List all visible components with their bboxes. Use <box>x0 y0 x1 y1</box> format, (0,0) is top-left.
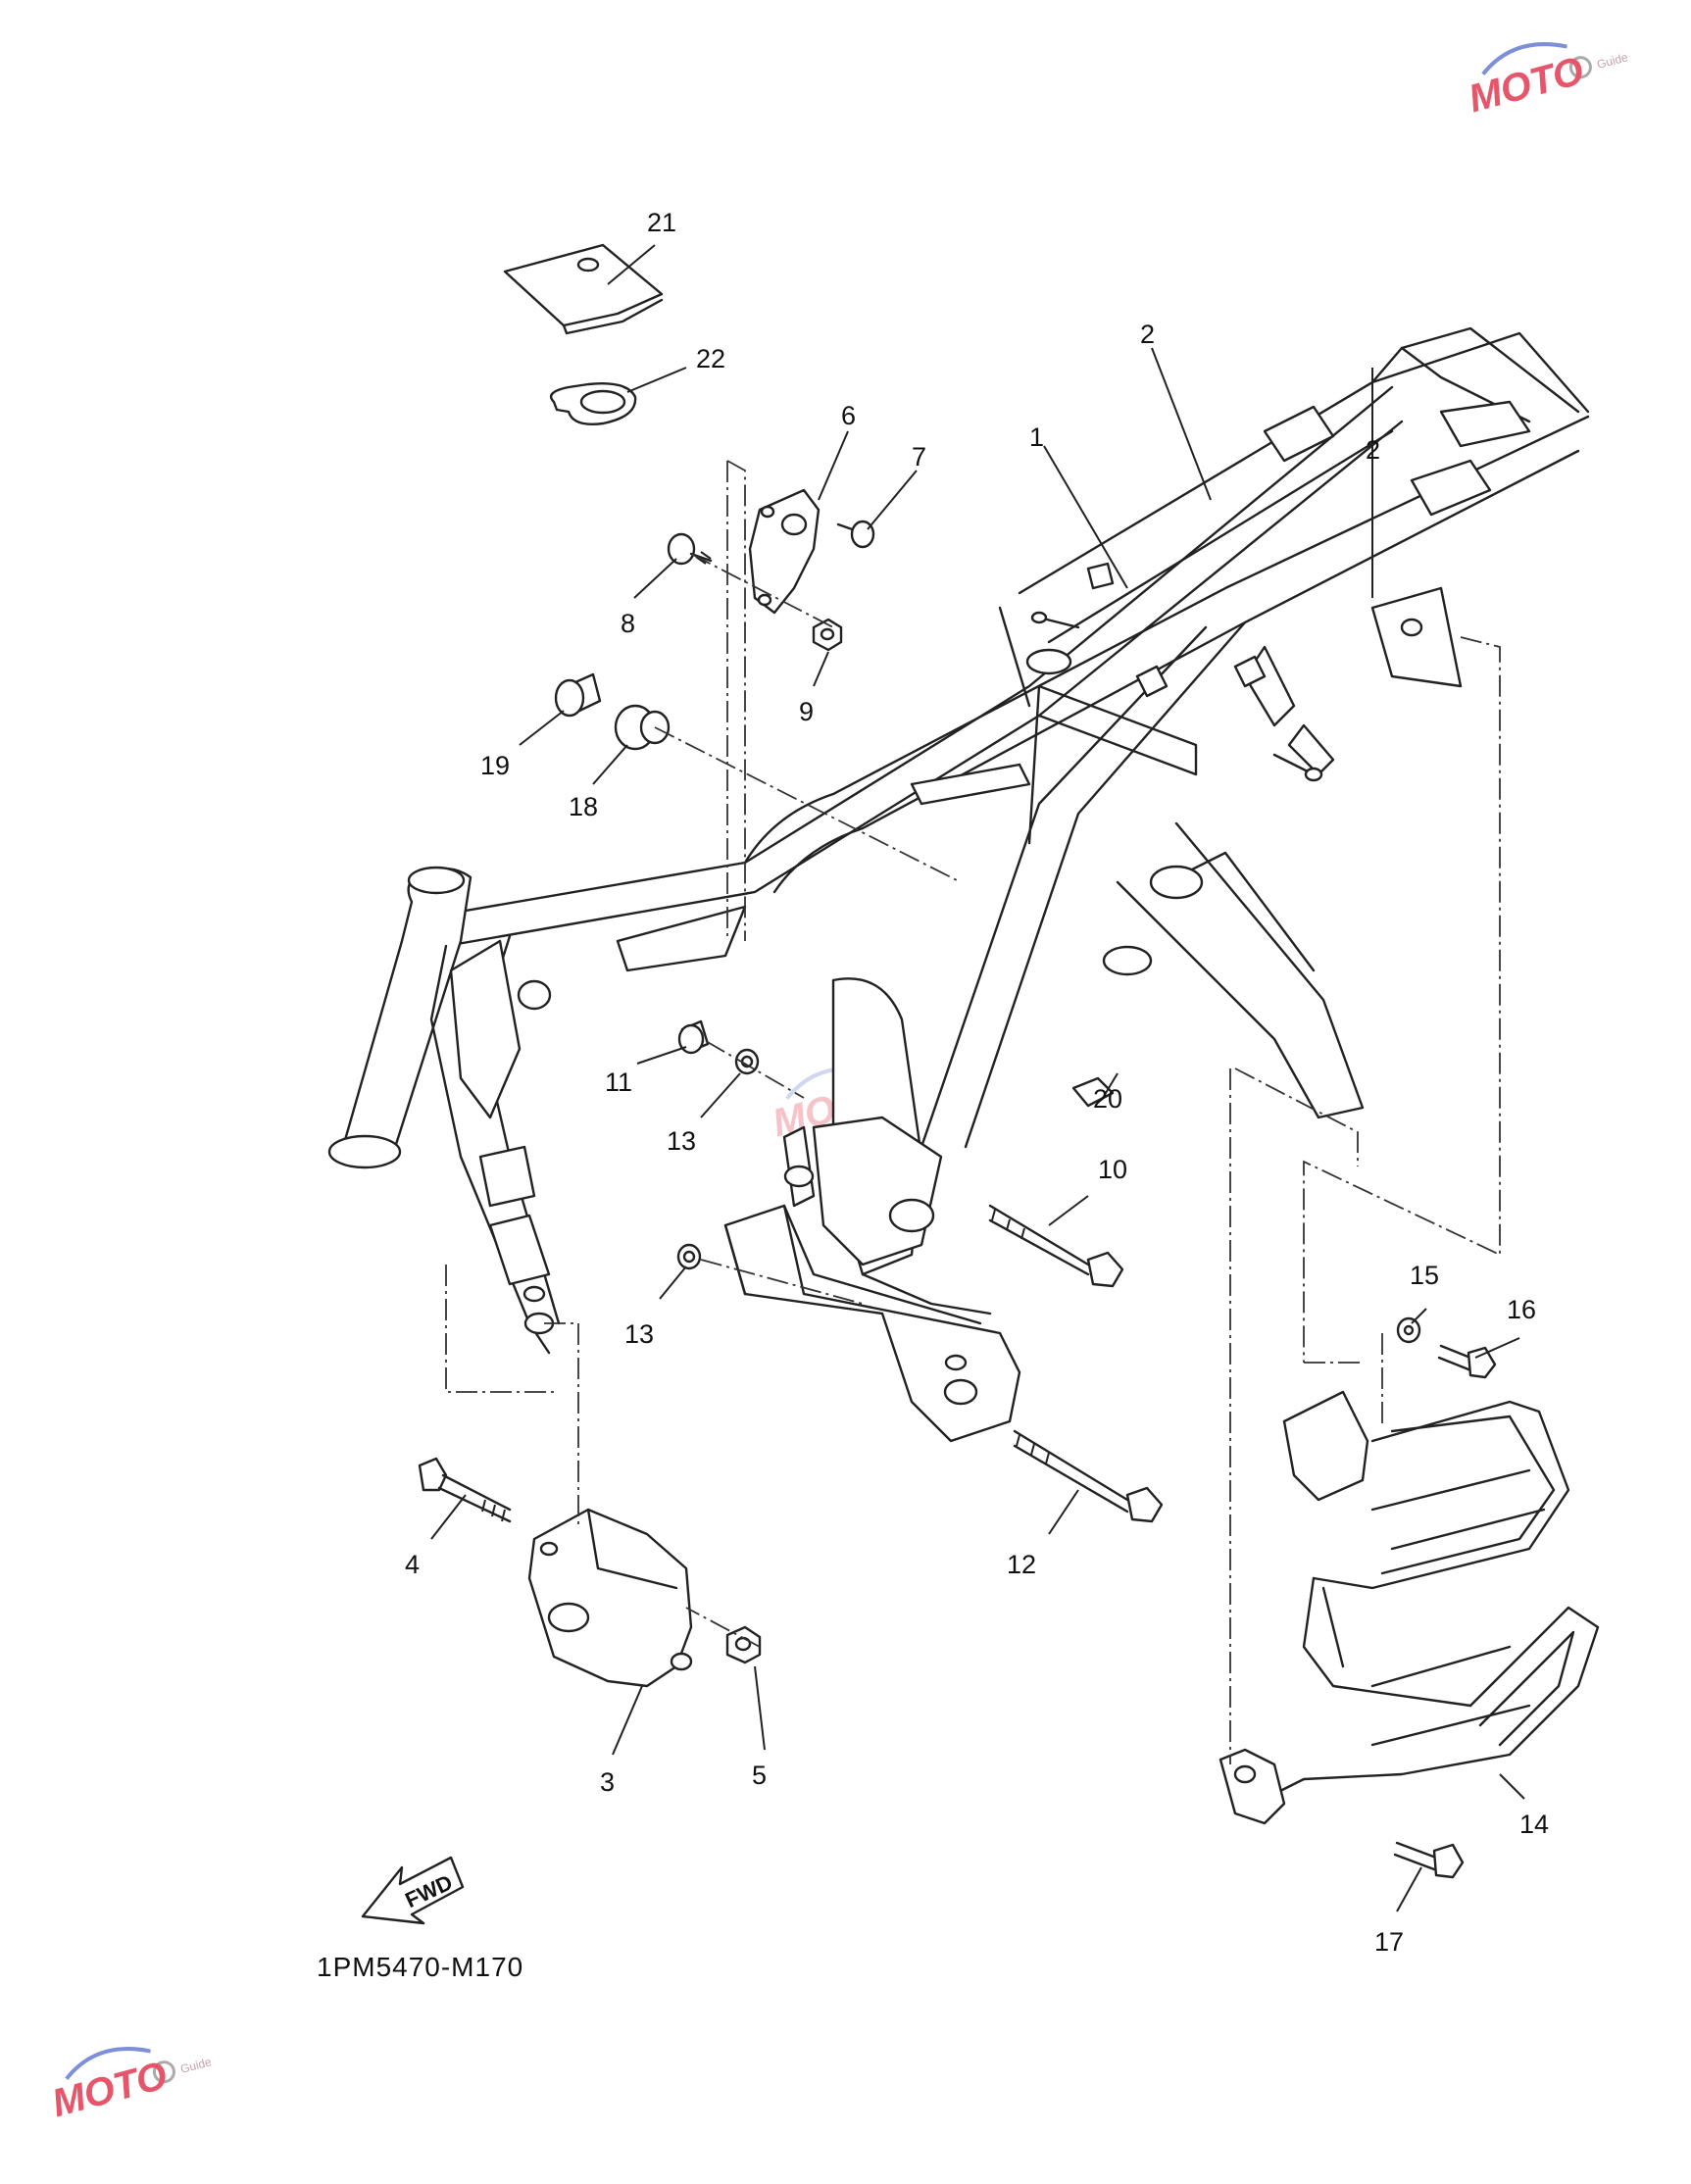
gear-icon <box>1568 56 1592 79</box>
watermark-sub: Guide <box>179 2055 214 2076</box>
callout-19: 19 <box>480 751 510 780</box>
part-4-bolt <box>418 1457 512 1523</box>
watermark-logo-bottom: MOTO Guide <box>48 2047 214 2125</box>
part-21-plate <box>503 243 664 335</box>
fwd-arrow: FWD <box>361 1856 465 1925</box>
callout-17: 17 <box>1374 1927 1404 1957</box>
callout-16: 16 <box>1507 1295 1536 1324</box>
callout-10: 10 <box>1098 1155 1127 1184</box>
diagram-code: 1PM5470-M170 <box>317 1952 523 1982</box>
watermark-text: MOTO <box>1465 49 1589 121</box>
leader-lines <box>430 244 1525 1912</box>
callout-18: 18 <box>569 792 598 821</box>
part-22-washer <box>549 382 637 425</box>
gear-icon <box>152 2060 175 2084</box>
callout-8: 8 <box>621 609 635 638</box>
callout-13-upper: 13 <box>667 1126 696 1156</box>
part-12-bolt <box>1013 1429 1164 1523</box>
callout-15: 15 <box>1410 1261 1439 1290</box>
part-20-clip <box>1071 1076 1115 1108</box>
callout-5: 5 <box>752 1761 767 1790</box>
callout-20: 20 <box>1093 1084 1122 1114</box>
callout-3: 3 <box>600 1767 615 1797</box>
watermark-logo-top: MOTO Guide <box>1465 42 1630 121</box>
callout-2-right: 2 <box>1366 435 1380 465</box>
part-10-bolt <box>988 1204 1124 1288</box>
part-15-washer <box>1396 1316 1421 1344</box>
part-17-bolt <box>1393 1841 1465 1879</box>
callout-4: 4 <box>405 1550 420 1579</box>
callout-11: 11 <box>605 1067 632 1097</box>
part-5-nut <box>725 1625 762 1664</box>
part-16-bolt <box>1437 1344 1497 1379</box>
part-8-bolt <box>667 532 713 566</box>
callout-2-left: 2 <box>1140 320 1155 349</box>
part-7-bolt <box>836 520 875 549</box>
part-1-main-frame <box>327 326 1590 1443</box>
callout-labels: 21 22 2 2 1 6 7 8 9 19 18 11 13 13 20 10… <box>405 208 1549 1957</box>
part-3-bracket <box>527 1508 693 1688</box>
callout-21: 21 <box>647 208 676 237</box>
callout-22: 22 <box>696 344 725 373</box>
callout-6: 6 <box>841 401 856 430</box>
callout-1: 1 <box>1029 422 1044 452</box>
callout-12: 12 <box>1007 1550 1036 1579</box>
part-19-collar <box>554 672 602 718</box>
part-13-collar-upper <box>734 1048 760 1075</box>
part-13-collar-lower <box>676 1243 702 1270</box>
part-9-nut <box>812 618 843 652</box>
alignment-lines <box>445 460 1501 1764</box>
part-11-collar <box>677 1019 710 1055</box>
part-18-damper <box>614 704 671 751</box>
part-6-bracket <box>748 488 821 615</box>
callout-13-lower: 13 <box>624 1319 654 1349</box>
part-14-engine-guard <box>1219 1390 1600 1825</box>
callout-14: 14 <box>1519 1810 1549 1839</box>
callout-9: 9 <box>799 697 814 726</box>
watermark-text: MOTO <box>48 2054 173 2125</box>
callout-7: 7 <box>912 442 926 472</box>
watermark-sub: Guide <box>1596 50 1630 72</box>
